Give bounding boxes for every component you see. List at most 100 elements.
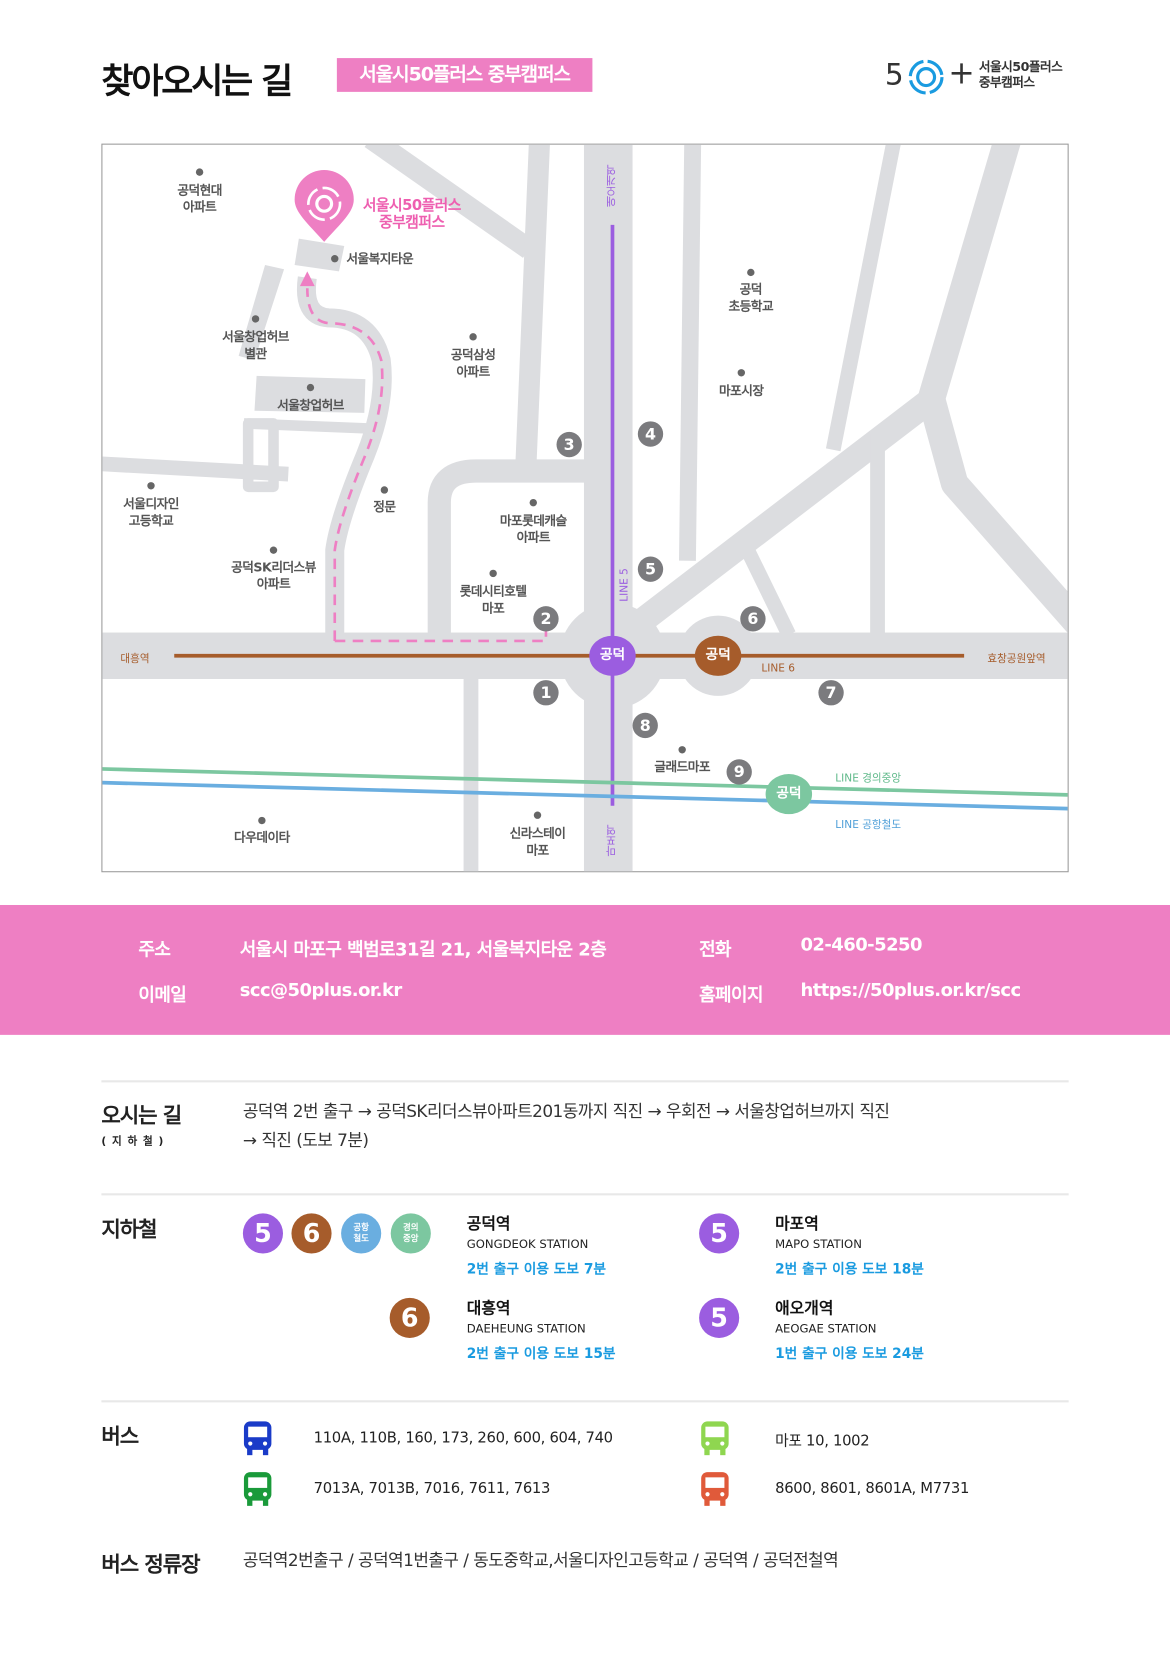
gyeongui-line-badge: 경의 중앙 (390, 1213, 431, 1254)
email-link[interactable]: scc@50plus.or.kr (239, 979, 403, 1002)
airport-line-badge: 공항 철도 (341, 1213, 382, 1254)
line-label-gyeongui: LINE 경의중앙 (835, 772, 902, 785)
bus-routes-lightgreen: 마포 10, 1002 (775, 1432, 870, 1450)
phone-label: 전화 (699, 939, 732, 961)
place-dot (469, 333, 477, 341)
exit-5-marker: 5 (637, 556, 664, 582)
line-label-line6: LINE 6 (761, 663, 796, 675)
line-label-line5: LINE 5 (618, 568, 631, 602)
divider (101, 1193, 1069, 1196)
exit-3-marker: 3 (556, 431, 582, 458)
place-dot (306, 383, 315, 392)
bus-stops-text: 공덕역2번출구 / 공덕역1번출구 / 동도중학교,서울디자인고등학교 / 공덕… (242, 1550, 839, 1571)
place-label: 서울복지타운 (346, 251, 414, 267)
exit-4-marker: 4 (637, 421, 664, 447)
station-walk: 2번 출구 이용 도보 18분 (775, 1261, 924, 1278)
place-dot (737, 369, 746, 377)
place-dot (678, 746, 686, 754)
location-map[interactable]: 서울시50플러스 중부캠퍼스 공덕현대 아파트 서울복지타운 서울창업허브 별관… (101, 143, 1069, 873)
exit-7-marker: 7 (818, 680, 844, 706)
divider (101, 1400, 1069, 1403)
logo-number: 5 (884, 57, 904, 92)
line-label-west: 대흥역 (120, 653, 150, 666)
station-gyeongui-gongdeok: 공덕 (765, 774, 813, 815)
contact-band: 주소 서울시 마포구 백범로31길 21, 서울복지타운 2층 전화 02-46… (0, 904, 1170, 1035)
subway-title: 지하철 (101, 1216, 157, 1242)
place-dot (269, 546, 278, 554)
place-dot (529, 498, 537, 507)
exit-8-marker: 8 (632, 712, 658, 739)
line6-badge: 6 (291, 1213, 332, 1254)
place-label: 롯데시티호텔 마포 (459, 583, 527, 616)
station-en: AEOGAE STATION (775, 1322, 877, 1336)
place-label: 공덕현대 아파트 (177, 182, 222, 215)
line-label-airport: LINE 공항철도 (835, 819, 902, 832)
place-dot (147, 482, 155, 490)
station-name: 대흥역 (466, 1298, 511, 1318)
place-dot (258, 816, 266, 825)
exit-2-marker: 2 (533, 606, 559, 632)
place-label: 다우데이타 (234, 830, 290, 845)
station-line6-gongdeok: 공덕 (694, 635, 742, 676)
logo-text: 서울시50플러스 중부캠퍼스 (978, 59, 1063, 90)
place-label: 공덕SK리더스뷰 아파트 (231, 559, 316, 592)
line5-badge: 5 (242, 1213, 284, 1254)
station-line5-gongdeok: 공덕 (589, 635, 636, 676)
place-dot (380, 486, 389, 494)
phone-value[interactable]: 02-460-5250 (800, 934, 922, 956)
directions-text: 공덕역 2번 출구 → 공덕SK리더스뷰아파트201동까지 직진 → 우회전 →… (242, 1101, 890, 1150)
bus-routes-green: 7013A, 7013B, 7016, 7611, 7613 (313, 1480, 551, 1498)
place-label: 서울창업허브 (277, 398, 344, 413)
place-label: 신라스테이 마포 (509, 825, 566, 858)
station-walk: 2번 출구 이용 도보 15분 (466, 1346, 616, 1363)
page-title: 찾아오시는 길 (101, 60, 293, 102)
place-label: 공덕 초등학교 (728, 281, 774, 314)
station-walk: 1번 출구 이용 도보 24분 (775, 1346, 924, 1363)
email-label: 이메일 (138, 985, 187, 1007)
place-label: 서울디자인 고등학교 (123, 496, 179, 528)
station-name: 공덕역 (466, 1214, 511, 1234)
divider (101, 1080, 1069, 1083)
logo-ring-icon (908, 59, 944, 95)
station-en: MAPO STATION (775, 1237, 862, 1252)
address-value: 서울시 마포구 백범로31길 21, 서울복지타운 2층 (239, 939, 607, 961)
homepage-link[interactable]: https://50plus.or.kr/scc (800, 979, 1021, 1002)
place-label: 서울창업허브 별관 (222, 329, 289, 362)
exit-6-marker: 6 (740, 606, 766, 632)
exit-9-marker: 9 (726, 759, 752, 785)
logo: 5 + 서울시50플러스 중부캠퍼스 (885, 55, 1075, 97)
line6-badge: 6 (389, 1297, 430, 1338)
line-label-south: 마포역 (607, 824, 619, 857)
line-label-north: 애오개역 (607, 164, 619, 207)
place-label: 글래드마포 (654, 759, 711, 775)
place-dot (331, 255, 339, 263)
station-walk: 2번 출구 이용 도보 7분 (466, 1261, 607, 1278)
bus-stops-title: 버스 정류장 (101, 1551, 200, 1577)
directions-title: 오시는 길 (101, 1102, 182, 1128)
campus-badge: 서울시50플러스 중부캠퍼스 (336, 58, 593, 92)
place-dot (195, 168, 204, 176)
bus-icon-green (243, 1472, 272, 1506)
place-label: 마포시장 (719, 383, 764, 399)
station-en: DAEHEUNG STATION (466, 1322, 586, 1336)
directions-subtitle: ( 지 하 철 ) (101, 1136, 165, 1148)
line-label-east: 효창공원앞역 (987, 653, 1046, 666)
bus-routes-blue: 110A, 110B, 160, 173, 260, 600, 604, 740 (313, 1429, 613, 1447)
line5-badge: 5 (699, 1213, 740, 1254)
station-name: 애오개역 (775, 1298, 834, 1318)
address-label: 주소 (138, 939, 171, 961)
bus-icon-lightgreen (701, 1421, 729, 1456)
place-dot (747, 268, 755, 277)
place-label: 마포롯데캐슬 아파트 (499, 513, 567, 545)
station-name: 마포역 (775, 1214, 819, 1234)
bus-icon-blue (243, 1421, 272, 1456)
station-en: GONGDEOK STATION (466, 1237, 589, 1252)
bus-title: 버스 (101, 1423, 139, 1449)
homepage-label: 홈페이지 (699, 985, 764, 1007)
bus-icon-red (701, 1472, 729, 1506)
place-dot (489, 569, 497, 578)
place-label: 정문 (373, 499, 396, 515)
place-label: 공덕삼성 아파트 (450, 347, 496, 380)
logo-plus: + (948, 54, 975, 92)
exit-1-marker: 1 (533, 680, 559, 706)
